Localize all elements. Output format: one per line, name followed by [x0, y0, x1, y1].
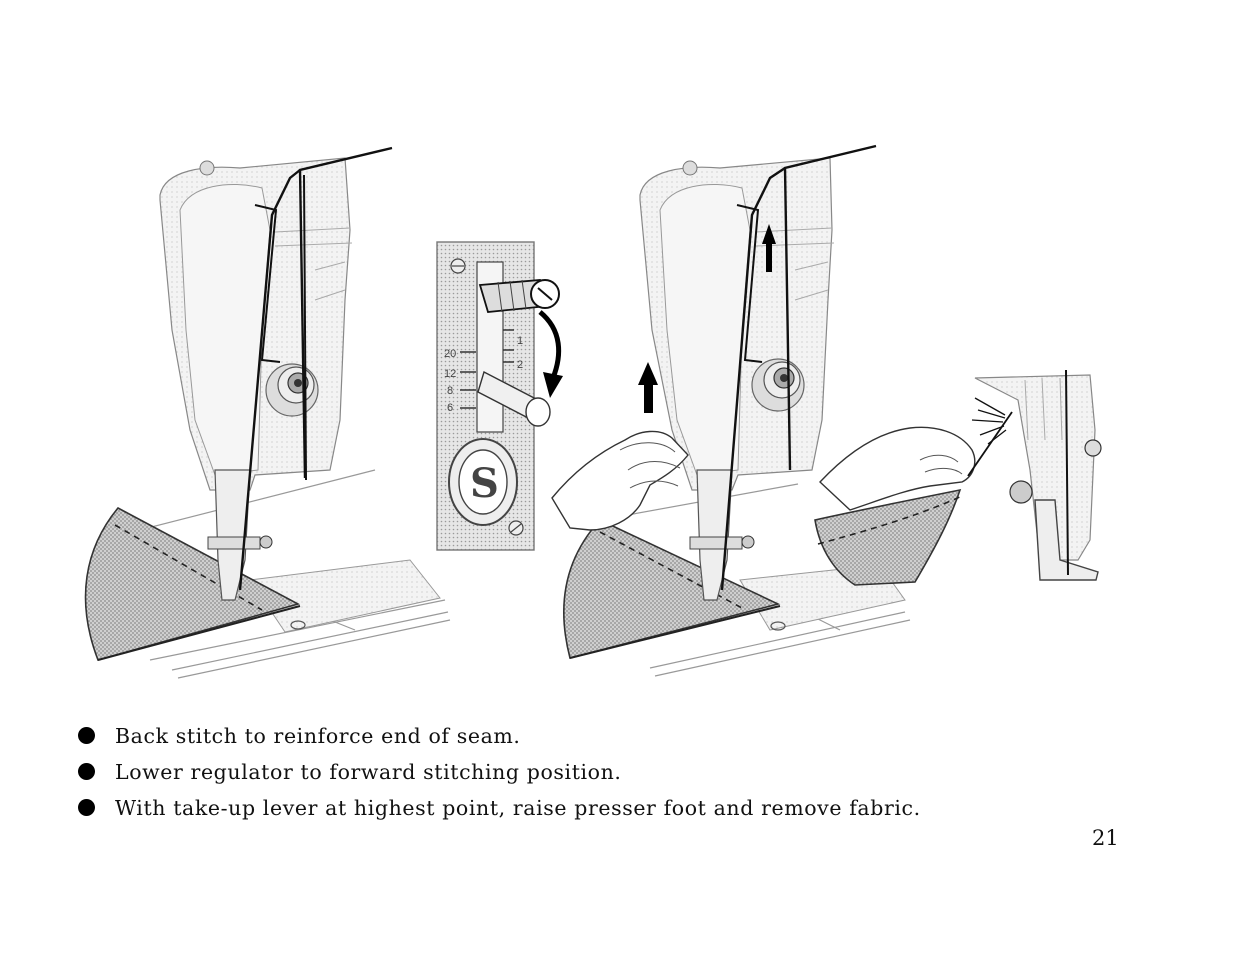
middle-machine-illustration — [551, 144, 911, 677]
middle-presser-clamp — [689, 536, 743, 550]
right-fabric — [814, 488, 962, 586]
instruction-text: Back stitch to reinforce end of seam. — [115, 724, 521, 748]
middle-hand-fingers — [619, 442, 681, 489]
scale-label-1: 1 — [517, 335, 523, 347]
instruction-text: With take-up lever at highest point, rai… — [115, 796, 921, 820]
left-needle-plate — [249, 559, 441, 633]
right-detail-illustration — [814, 369, 1102, 586]
page-number: 21 — [1092, 826, 1119, 850]
bullet-dot — [78, 727, 95, 744]
right-side-screw — [1084, 439, 1102, 457]
middle-take-up-lever — [736, 204, 763, 363]
back-stitch-arrow-shaft — [644, 383, 653, 413]
right-hand-fingers — [919, 454, 963, 475]
take-up-arrowhead — [762, 224, 776, 244]
instruction-item: Lower regulator to forward stitching pos… — [78, 754, 921, 790]
singer-emblem: S — [448, 438, 518, 526]
scale-label-20: 20 — [444, 348, 456, 360]
left-take-up-lever — [254, 204, 281, 363]
right-stitch-line — [817, 495, 963, 545]
middle-arm-lines — [754, 227, 835, 301]
instruction-item: Back stitch to reinforce end of seam. — [78, 718, 921, 754]
left-thread-long — [303, 174, 307, 481]
lower-regulator-arrowhead — [543, 372, 563, 398]
instruction-text: Lower regulator to forward stitching pos… — [115, 760, 622, 784]
right-housing-lines — [1024, 377, 1063, 441]
middle-fabric-edge — [569, 605, 781, 659]
right-thread-pulled — [967, 411, 1013, 477]
cut-spark-lines — [971, 397, 1007, 445]
take-up-arrow-shaft — [766, 242, 772, 272]
right-thread — [1065, 369, 1069, 576]
middle-tension-dial — [751, 358, 805, 412]
middle-hand — [551, 430, 689, 531]
scale-label-6: 6 — [447, 402, 453, 414]
regulator-lever-lower — [477, 370, 551, 427]
middle-thumb-screw — [741, 535, 755, 549]
right-hand — [819, 426, 976, 511]
middle-thread — [720, 144, 877, 591]
left-fabric — [84, 506, 301, 661]
instruction-item: With take-up lever at highest point, rai… — [78, 790, 921, 826]
stitch-regulator-panel: 20 12 8 6 1 2 S — [436, 241, 563, 551]
regulator-lever-upper — [478, 279, 560, 313]
instruction-list: Back stitch to reinforce end of seam. Lo… — [78, 718, 921, 826]
left-thread — [238, 146, 393, 591]
left-arm-lines — [274, 227, 353, 301]
right-presser-housing — [974, 374, 1096, 561]
regulator-scale-ticks — [460, 329, 514, 409]
scale-label-8: 8 — [447, 385, 453, 397]
scale-label-2: 2 — [517, 359, 523, 371]
left-plate-screw — [290, 620, 306, 630]
left-top-knob — [199, 160, 215, 176]
bullet-dot — [78, 799, 95, 816]
lower-regulator-arrow — [538, 310, 562, 379]
left-thumb-screw — [259, 535, 273, 549]
emblem-letter: S — [470, 460, 499, 507]
bullet-dot — [78, 763, 95, 780]
back-stitch-arrowhead — [638, 362, 658, 385]
right-presser-foot — [1034, 499, 1099, 581]
scale-label-12: 12 — [444, 368, 456, 380]
middle-fabric — [563, 519, 781, 659]
left-tension-dial — [265, 363, 319, 417]
left-presser-clamp — [207, 536, 261, 550]
left-machine-illustration — [84, 146, 451, 679]
middle-plate-screw — [770, 621, 786, 631]
left-fabric-edge — [97, 605, 301, 661]
right-thumb-screw — [1009, 480, 1033, 504]
middle-top-knob — [682, 160, 698, 176]
